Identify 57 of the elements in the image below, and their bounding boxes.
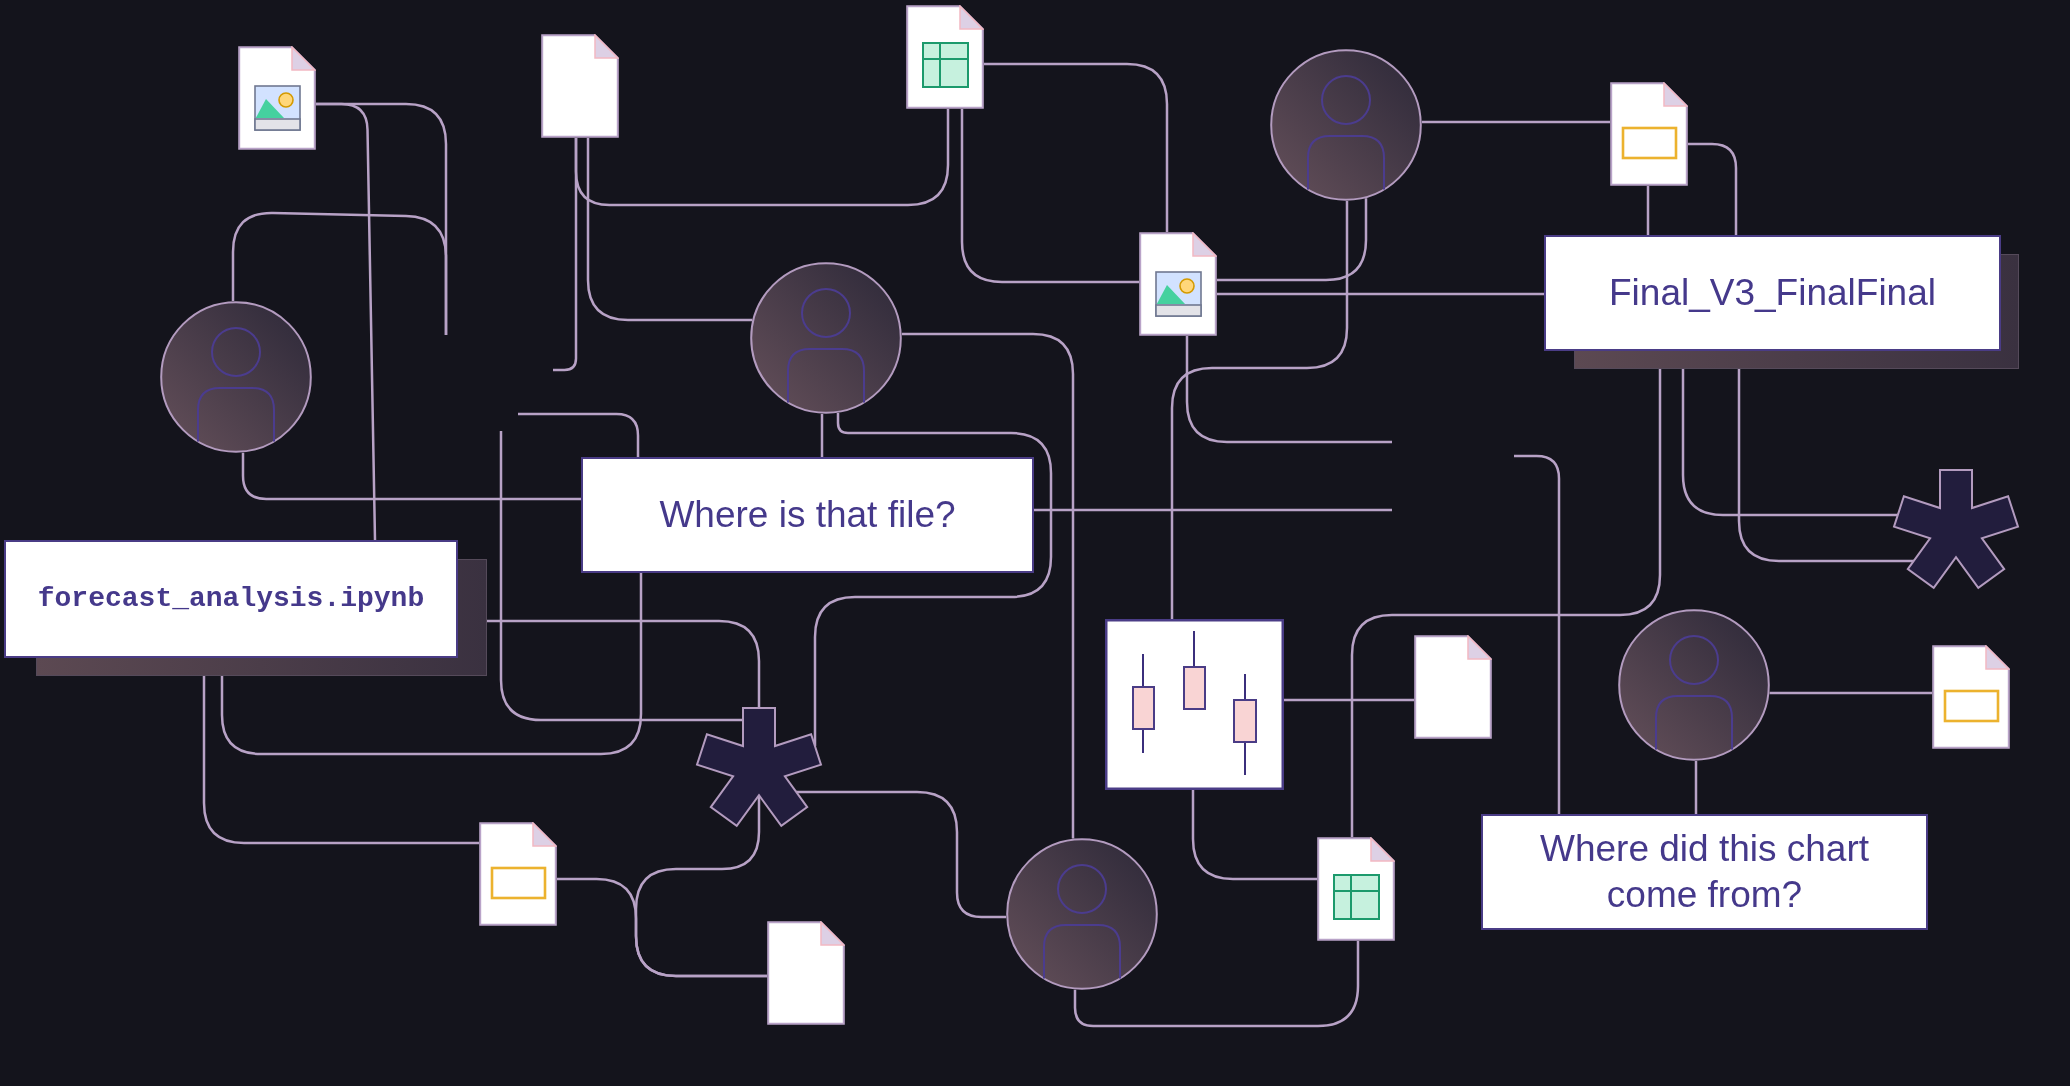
connector-line xyxy=(220,573,643,756)
card-text: Final_V3_FinalFinal xyxy=(1609,271,1936,315)
connector-line xyxy=(499,431,743,722)
connector-line xyxy=(813,413,1053,746)
blank-file-icon xyxy=(767,921,845,1025)
connector-line xyxy=(1646,186,1650,235)
connector-line xyxy=(1185,336,1392,444)
image-file-icon xyxy=(1139,232,1217,336)
user-avatar-icon xyxy=(1270,49,1422,201)
connector-line xyxy=(1421,120,1610,124)
connector-line xyxy=(1769,691,1932,695)
card-text: Where is that file? xyxy=(659,493,956,537)
slide-file-icon xyxy=(479,822,557,926)
slide-file-icon xyxy=(1610,82,1688,186)
connector-line xyxy=(1217,198,1368,282)
connector-line xyxy=(1034,508,1392,512)
connector-line xyxy=(796,790,1007,919)
connector-line xyxy=(487,619,761,708)
connector-line xyxy=(202,676,479,845)
blank-file-icon xyxy=(1414,635,1492,739)
connector-line xyxy=(518,412,640,457)
connector-line xyxy=(1217,292,1544,296)
connector-line xyxy=(1191,790,1317,881)
connector-line xyxy=(1514,454,1561,814)
connector-line xyxy=(984,62,1169,232)
spreadsheet-file-icon xyxy=(906,5,984,109)
card-text: Where did this chart come from? xyxy=(1539,827,1870,917)
connector-line xyxy=(586,138,753,322)
user-avatar-icon xyxy=(1618,609,1770,761)
slide-file-icon xyxy=(1932,645,2010,749)
connector-line xyxy=(231,211,448,335)
label-card xyxy=(581,457,1034,573)
connector-line xyxy=(574,109,950,207)
connector-line xyxy=(1170,201,1349,619)
label-card xyxy=(4,540,458,658)
user-avatar-icon xyxy=(1006,838,1158,990)
connector-line xyxy=(960,109,1139,284)
file-name-text: forecast_analysis.ipynb xyxy=(37,582,425,616)
connector-line xyxy=(1073,941,1360,1028)
asterisk-icon xyxy=(695,706,823,830)
user-avatar-icon xyxy=(160,301,312,453)
connector-line xyxy=(241,452,581,501)
connector-line xyxy=(901,332,1075,839)
connector-line xyxy=(1284,698,1414,702)
user-avatar-icon xyxy=(750,262,902,414)
connector-line xyxy=(1737,369,1914,563)
label-card xyxy=(1544,235,2001,351)
label-card xyxy=(1481,814,1928,930)
connector-line xyxy=(1681,369,1898,517)
connector-line xyxy=(1694,761,1698,814)
asterisk-icon xyxy=(1892,468,2020,592)
blank-file-icon xyxy=(541,34,619,138)
image-file-icon xyxy=(238,46,316,150)
connector-line xyxy=(1350,369,1662,837)
connector-line xyxy=(820,413,824,457)
connector-line xyxy=(1688,142,1738,235)
spreadsheet-file-icon xyxy=(1317,837,1395,941)
